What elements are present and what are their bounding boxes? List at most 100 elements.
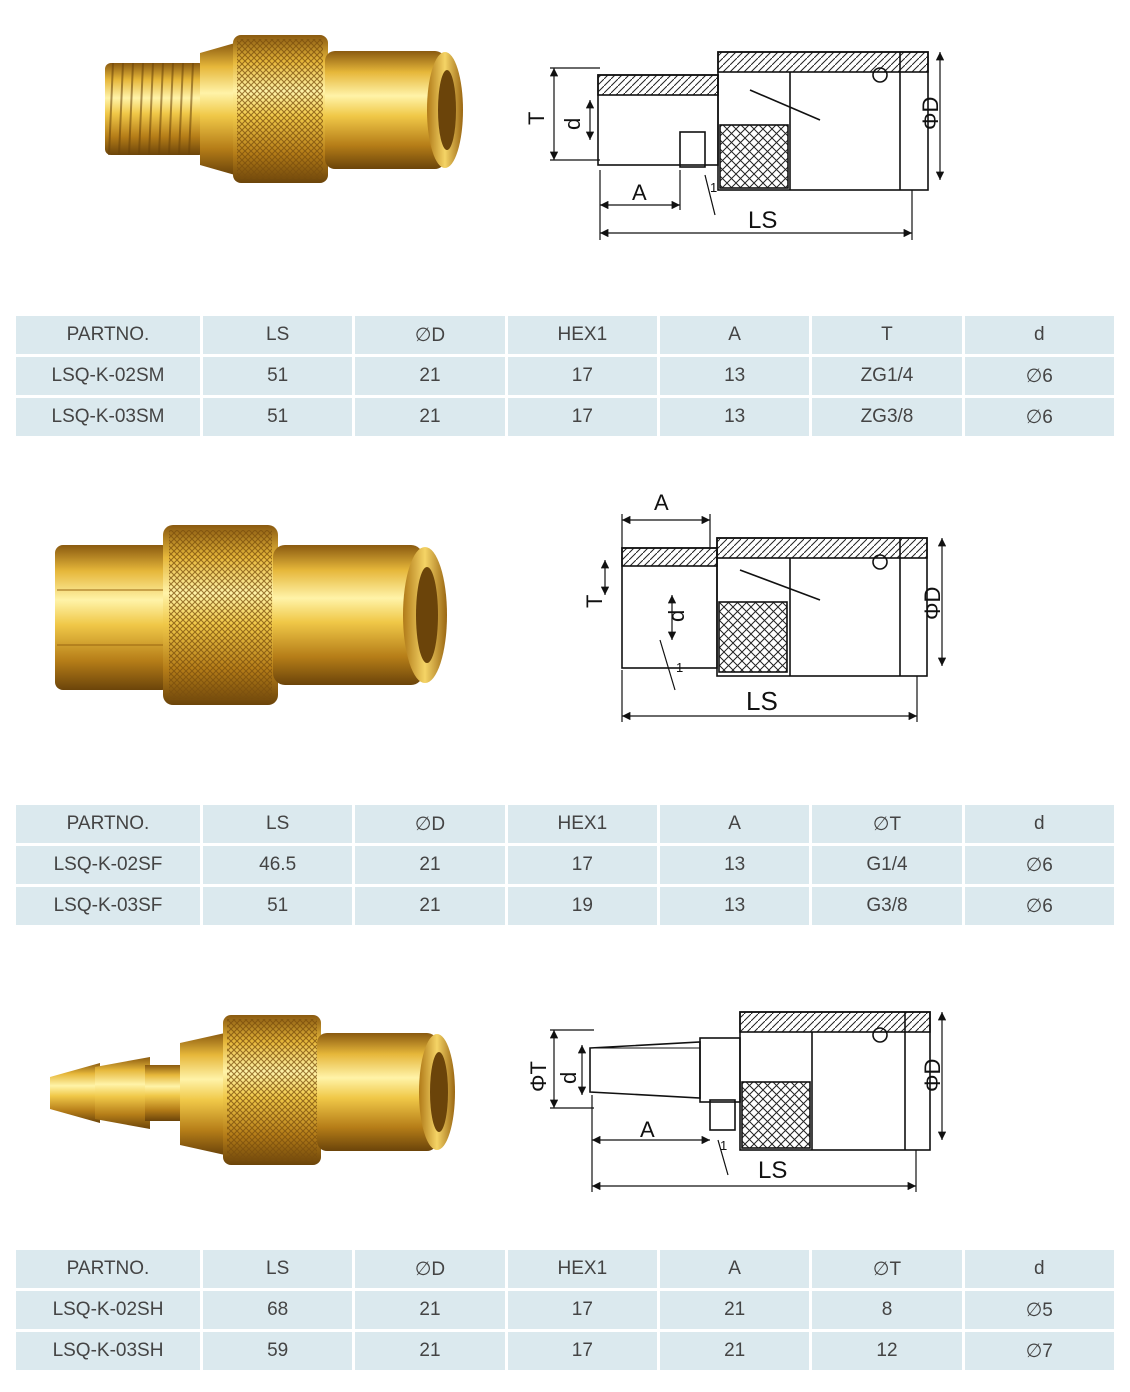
table-cell: ∅7 bbox=[964, 1332, 1114, 1370]
table-cell: 17 bbox=[507, 357, 657, 395]
table-cell: ∅6 bbox=[964, 887, 1114, 925]
table-cell: 17 bbox=[507, 1332, 657, 1370]
table-header-cell: HEX1 bbox=[507, 316, 657, 354]
table-cell: 21 bbox=[355, 887, 505, 925]
table-cell: 59 bbox=[203, 1332, 353, 1370]
table-header-cell: A bbox=[659, 316, 810, 354]
table-cell: 21 bbox=[355, 1332, 505, 1370]
table-cell: 21 bbox=[355, 1291, 505, 1329]
table-cell: ∅6 bbox=[964, 398, 1114, 436]
table-header-cell: ∅D bbox=[355, 1250, 505, 1288]
table-cell: ZG3/8 bbox=[812, 398, 962, 436]
table-header-cell: ∅T bbox=[812, 805, 962, 843]
table-cell: 13 bbox=[659, 846, 810, 884]
dim-label-D: ΦD bbox=[918, 97, 943, 130]
table-cell: G1/4 bbox=[812, 846, 962, 884]
technical-drawing-male: T d A 1 LS ΦD bbox=[524, 51, 945, 240]
dim-label-d: d bbox=[560, 118, 585, 130]
table-cell: 19 bbox=[507, 887, 657, 925]
table-header-row: PARTNO. LS ∅D HEX1 A T d bbox=[16, 316, 1114, 354]
dim-label-d: d bbox=[664, 610, 689, 622]
section-male-thread: T d A 1 LS ΦD PARTNO. LS ∅D HEX1 A T d L… bbox=[0, 0, 1130, 450]
table-cell: ∅5 bbox=[964, 1291, 1114, 1329]
table-cell: LSQ-K-03SH bbox=[16, 1332, 200, 1370]
dim-label-LS: LS bbox=[758, 1157, 787, 1184]
table-cell: 51 bbox=[203, 357, 353, 395]
table-row: LSQ-K-02SF 46.5 21 17 13 G1/4 ∅6 bbox=[16, 846, 1114, 884]
table-header-row: PARTNO. LS ∅D HEX1 A ∅T d bbox=[16, 1250, 1114, 1288]
table-cell: 17 bbox=[507, 398, 657, 436]
table-header-cell: ∅D bbox=[355, 805, 505, 843]
table-header-cell: d bbox=[964, 805, 1114, 843]
table-cell: 21 bbox=[355, 846, 505, 884]
table-cell: 17 bbox=[507, 1291, 657, 1329]
table-cell: 68 bbox=[203, 1291, 353, 1329]
product-photo-hose-barb bbox=[50, 1015, 455, 1165]
table-header-cell: PARTNO. bbox=[16, 316, 200, 354]
dim-label-D: ΦD bbox=[920, 1059, 945, 1092]
table-cell: 21 bbox=[355, 398, 505, 436]
table-row: LSQ-K-03SF 51 21 19 13 G3/8 ∅6 bbox=[16, 887, 1114, 925]
table-cell: LSQ-K-02SH bbox=[16, 1291, 200, 1329]
table-cell: G3/8 bbox=[812, 887, 962, 925]
table-header-cell: LS bbox=[203, 316, 353, 354]
technical-drawing-female: A T d 1 LS ΦD bbox=[582, 490, 947, 722]
dim-label-D: ΦD bbox=[920, 587, 945, 620]
product-photo-female bbox=[55, 525, 447, 705]
technical-drawing-hose-barb: ΦT d A 1 LS ΦD bbox=[526, 1011, 947, 1192]
table-cell: 13 bbox=[659, 357, 810, 395]
dim-label-one: 1 bbox=[720, 1138, 727, 1153]
section-hose-barb: ΦT d A 1 LS ΦD PARTNO. LS ∅D HEX1 A ∅T d… bbox=[0, 940, 1130, 1392]
table-header-cell: ∅D bbox=[355, 316, 505, 354]
table-cell: 21 bbox=[659, 1332, 810, 1370]
table-cell: 51 bbox=[203, 398, 353, 436]
table-cell: 12 bbox=[812, 1332, 962, 1370]
table-header-cell: PARTNO. bbox=[16, 1250, 200, 1288]
dim-label-d: d bbox=[556, 1072, 581, 1084]
table-row: LSQ-K-02SH 68 21 17 21 8 ∅5 bbox=[16, 1291, 1114, 1329]
product-photo-male bbox=[105, 35, 463, 183]
table-cell: ∅6 bbox=[964, 357, 1114, 395]
table-cell: 21 bbox=[659, 1291, 810, 1329]
table-cell: ∅6 bbox=[964, 846, 1114, 884]
dim-label-LS: LS bbox=[748, 207, 777, 234]
table-header-cell: d bbox=[964, 1250, 1114, 1288]
section-female-thread: A T d 1 LS ΦD PARTNO. LS ∅D HEX1 A ∅T d … bbox=[0, 450, 1130, 940]
table-header-cell: LS bbox=[203, 805, 353, 843]
table-cell: 8 bbox=[812, 1291, 962, 1329]
table-cell: 17 bbox=[507, 846, 657, 884]
table-cell: 46.5 bbox=[203, 846, 353, 884]
table-header-cell: d bbox=[964, 316, 1114, 354]
table-header-cell: A bbox=[659, 805, 810, 843]
dim-label-A: A bbox=[640, 1117, 655, 1142]
table-cell: LSQ-K-03SM bbox=[16, 398, 200, 436]
dim-label-A: A bbox=[654, 490, 669, 515]
table-cell: LSQ-K-02SM bbox=[16, 357, 200, 395]
table-header-row: PARTNO. LS ∅D HEX1 A ∅T d bbox=[16, 805, 1114, 843]
table-cell: ZG1/4 bbox=[812, 357, 962, 395]
dim-label-one: 1 bbox=[676, 660, 683, 675]
table-cell: LSQ-K-03SF bbox=[16, 887, 200, 925]
table-cell: 13 bbox=[659, 887, 810, 925]
table-header-cell: LS bbox=[203, 1250, 353, 1288]
table-cell: 21 bbox=[355, 357, 505, 395]
table-row: LSQ-K-03SM 51 21 17 13 ZG3/8 ∅6 bbox=[16, 398, 1114, 436]
table-cell: 13 bbox=[659, 398, 810, 436]
table-cell: LSQ-K-02SF bbox=[16, 846, 200, 884]
table-header-cell: PARTNO. bbox=[16, 805, 200, 843]
table-header-cell: T bbox=[812, 316, 962, 354]
dim-label-T: T bbox=[582, 595, 607, 608]
spec-table-hose-barb: PARTNO. LS ∅D HEX1 A ∅T d LSQ-K-02SH 68 … bbox=[13, 1247, 1117, 1373]
table-header-cell: ∅T bbox=[812, 1250, 962, 1288]
dim-label-T: ΦT bbox=[526, 1061, 551, 1092]
table-header-cell: HEX1 bbox=[507, 805, 657, 843]
dim-label-one: 1 bbox=[710, 180, 717, 195]
table-row: LSQ-K-02SM 51 21 17 13 ZG1/4 ∅6 bbox=[16, 357, 1114, 395]
table-header-cell: A bbox=[659, 1250, 810, 1288]
spec-table-female: PARTNO. LS ∅D HEX1 A ∅T d LSQ-K-02SF 46.… bbox=[13, 802, 1117, 928]
table-header-cell: HEX1 bbox=[507, 1250, 657, 1288]
spec-table-male: PARTNO. LS ∅D HEX1 A T d LSQ-K-02SM 51 2… bbox=[13, 313, 1117, 439]
dim-label-T: T bbox=[524, 112, 549, 125]
dim-label-LS: LS bbox=[746, 686, 778, 716]
table-cell: 51 bbox=[203, 887, 353, 925]
